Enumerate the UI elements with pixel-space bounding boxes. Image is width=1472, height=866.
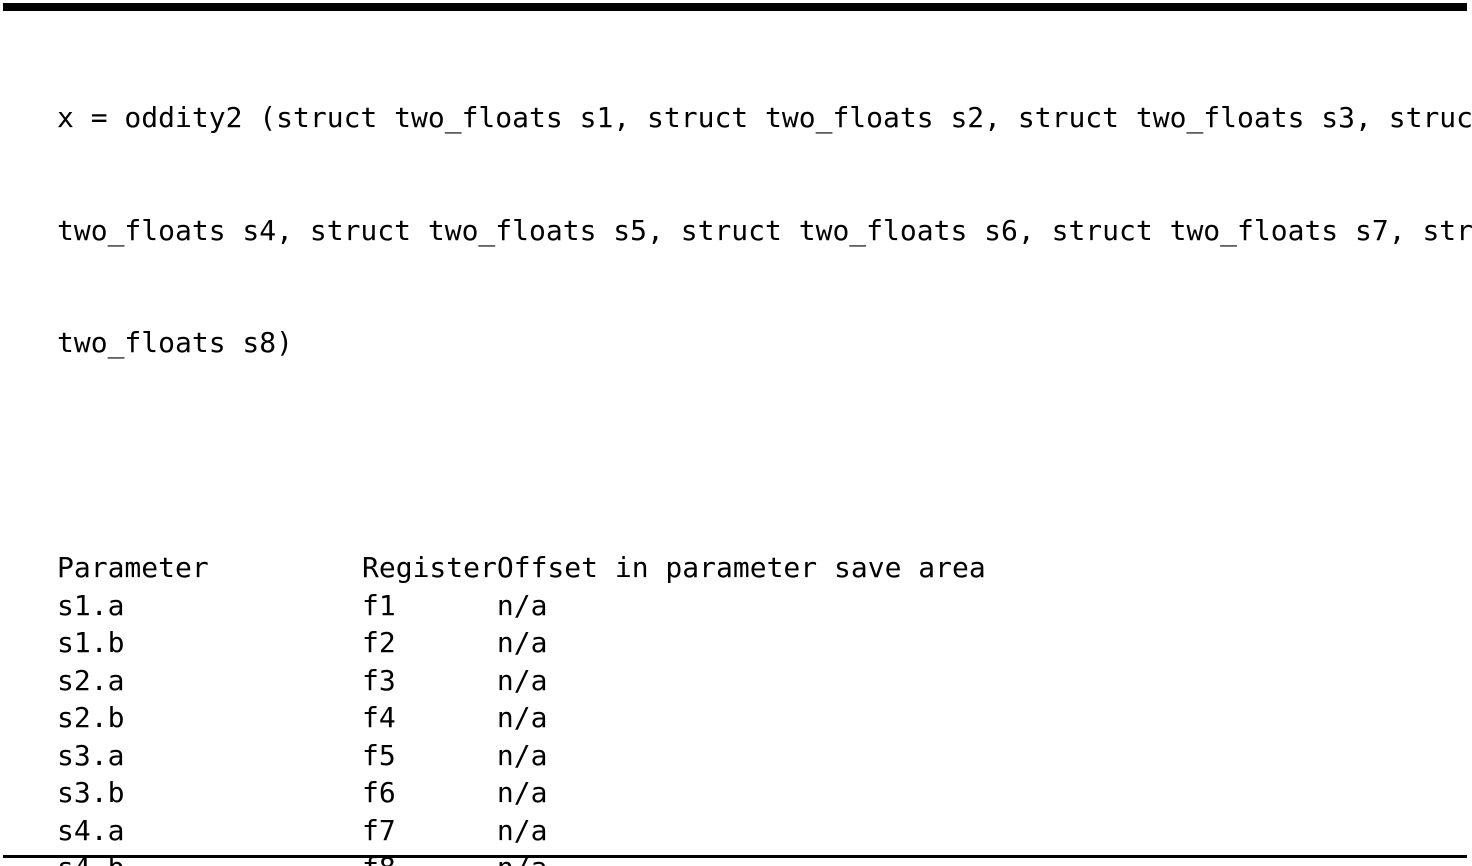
column-header-parameter: Parameter <box>57 551 209 584</box>
cell-parameter: s4.b <box>57 849 362 866</box>
table-row: s2.a f3 n/a <box>57 662 1197 700</box>
table-row: s1.a f1 n/a <box>57 587 1197 625</box>
function-signature-block: x = oddity2 (struct two_floats s1, struc… <box>57 24 1472 549</box>
cell-parameter: s1.b <box>57 626 125 659</box>
cell-offset: n/a <box>496 738 548 772</box>
cell-register: f4 <box>362 701 396 734</box>
cell-parameter: s4.a <box>57 813 125 847</box>
table-row: s4.a f7 n/a <box>57 812 1197 850</box>
table-row: s2.b f4 n/a <box>57 699 1197 737</box>
cell-offset: n/a <box>497 849 1197 866</box>
cell-offset: n/a <box>496 701 548 734</box>
table-header-row: Parameter Register Offset in parameter s… <box>57 549 1197 587</box>
cell-offset: n/a <box>496 588 548 622</box>
cell-register: f7 <box>362 813 396 847</box>
signature-line-2: two_floats s4, struct two_floats s5, str… <box>57 213 1472 247</box>
table-row: s1.b f2 n/a <box>57 624 1197 662</box>
cell-parameter: s2.b <box>57 701 125 734</box>
table-row: s3.a f5 n/a <box>57 737 1197 775</box>
top-rule-divider <box>3 3 1467 11</box>
table-row: s4.bf8n/a <box>57 849 1197 866</box>
signature-line-1: x = oddity2 (struct two_floats s1, struc… <box>57 101 1472 134</box>
cell-offset: n/a <box>496 626 548 659</box>
parameter-register-table: Parameter Register Offset in parameter s… <box>57 549 1197 866</box>
cell-register: f5 <box>362 738 396 772</box>
cell-offset: n/a <box>496 663 548 697</box>
cell-parameter: s2.a <box>57 663 125 697</box>
column-header-offset: Offset in parameter save area <box>496 551 986 584</box>
cell-register: f1 <box>362 588 396 622</box>
cell-register: f2 <box>362 626 396 659</box>
table-row: s3.b f6 n/a <box>57 774 1197 812</box>
column-header-register: Register <box>362 551 497 584</box>
cell-parameter: s3.b <box>57 776 125 809</box>
cell-register: f8 <box>362 849 497 866</box>
table-header: Parameter Register Offset in parameter s… <box>57 549 1197 587</box>
bottom-rule-divider <box>3 855 1467 858</box>
cell-parameter: s1.a <box>57 588 125 622</box>
cell-register: f6 <box>362 776 396 809</box>
signature-line-3: two_floats s8) <box>57 326 294 359</box>
cell-offset: n/a <box>496 813 548 847</box>
blank-line-separator <box>57 437 1464 475</box>
cell-parameter: s3.a <box>57 738 125 772</box>
document-content: x = oddity2 (struct two_floats s1, struc… <box>57 24 1472 866</box>
cell-register: f3 <box>362 663 396 697</box>
cell-offset: n/a <box>496 776 548 809</box>
